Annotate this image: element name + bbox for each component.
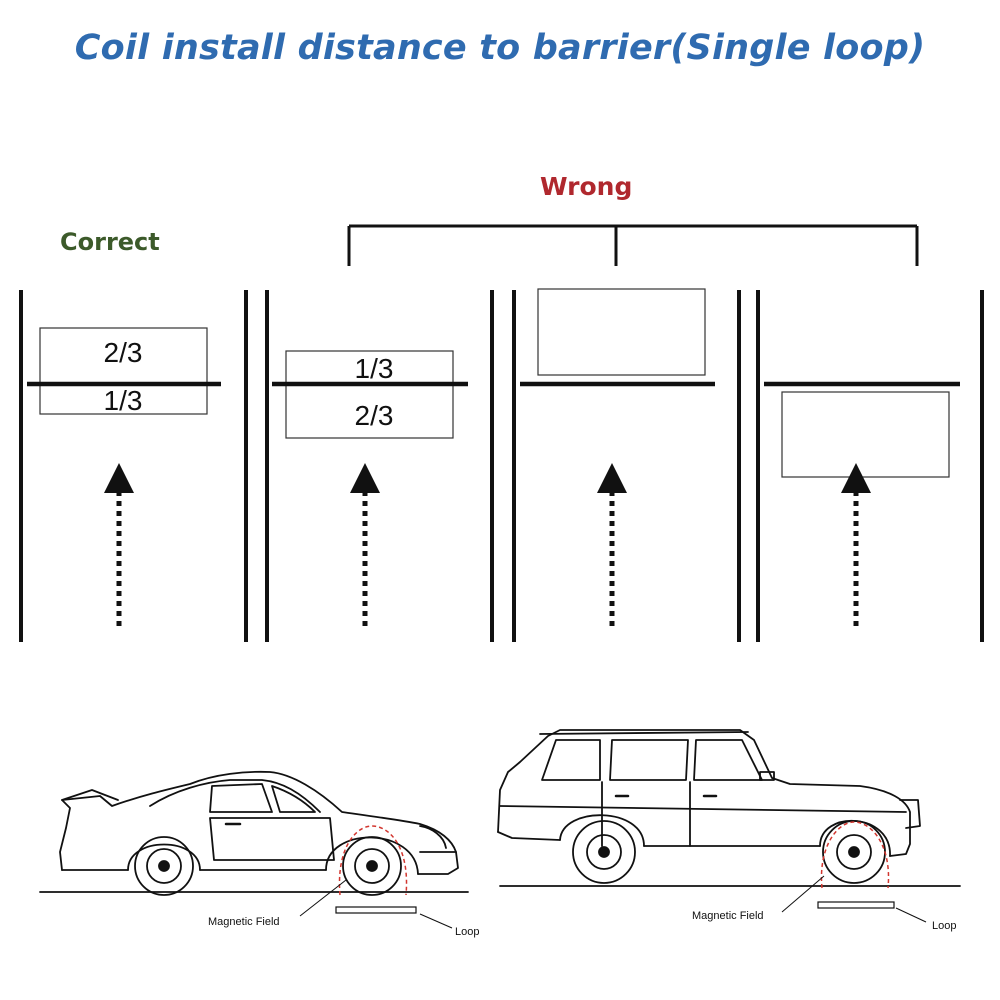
panel-correct [27, 327, 221, 626]
sports-car-illustration [39, 770, 469, 896]
sports-car-loop [299, 825, 453, 929]
loop-rect [285, 350, 454, 439]
sports-car-loop-caption: Loop [455, 926, 480, 938]
sports-car-field-caption: Magnetic Field [208, 916, 280, 928]
panel-wrong-ratio [272, 350, 468, 626]
loop-icon [335, 906, 417, 914]
correct-label: Correct [60, 228, 160, 256]
panel1-top-fraction: 2/3 [103, 337, 143, 368]
suv-field-caption: Magnetic Field [692, 910, 764, 922]
wrong-label: Wrong [540, 172, 633, 201]
suv-loop-caption: Loop [932, 920, 957, 932]
panel2-top-fraction: 1/3 [354, 353, 394, 384]
loop-rect [537, 288, 706, 376]
loop-icon [817, 901, 895, 909]
panel2-bottom-fraction: 2/3 [354, 400, 394, 431]
panel1-bottom-fraction: 1/3 [103, 385, 143, 416]
panel-wrong-before [520, 288, 715, 626]
wrong-bracket [347, 224, 919, 266]
diagram-title: Coil install distance to barrier(Single … [74, 28, 926, 68]
lane-borders [19, 290, 984, 642]
suv-loop [781, 821, 927, 923]
panel-wrong-after [764, 381, 960, 626]
magnetic-field-icon [338, 825, 408, 896]
loop-rect [39, 327, 208, 415]
suv-illustration [497, 729, 961, 887]
magnetic-field-icon [820, 821, 890, 889]
loop-rect [781, 391, 950, 478]
